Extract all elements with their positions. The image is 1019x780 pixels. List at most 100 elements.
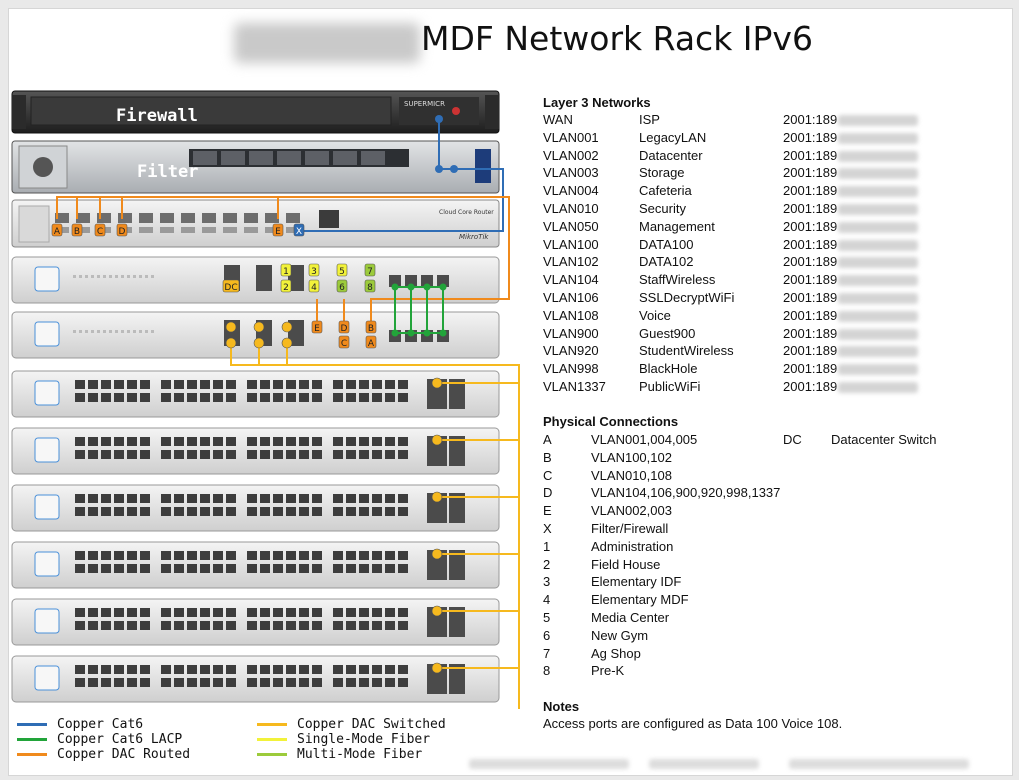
svg-text:E: E (314, 324, 320, 334)
dac-dot (431, 662, 443, 674)
access-switch (11, 370, 500, 418)
physical-key: 3 (543, 574, 551, 590)
cat6-dot (435, 115, 443, 123)
layer3-prefix: 2001:189 (783, 254, 919, 269)
svg-text:C: C (97, 227, 103, 237)
physical-key: 5 (543, 610, 551, 625)
lacp-dot (391, 283, 399, 291)
layer3-prefix-text: 2001:189 (783, 165, 838, 181)
layer3-name: SSLDecryptWiFi (639, 290, 735, 305)
port-marker: 1 (280, 263, 292, 277)
layer3-prefix: 2001:189 (783, 361, 919, 377)
port-marker: A (51, 223, 63, 237)
port-marker: DC (222, 279, 240, 293)
layer3-vlan: VLAN100 (543, 236, 599, 252)
layer3-prefix-text: 2001:189 (783, 361, 838, 377)
physical-value: VLAN104,106,900,920,998,1337 (591, 485, 781, 501)
layer3-prefix: 2001:189 (783, 112, 919, 127)
cat6-dot (435, 165, 443, 173)
legend-item: Copper Cat6 (17, 717, 143, 732)
physical-key: 1 (543, 538, 551, 554)
rack-diagram: SUPERMICR Firewall Filter Cloud Core (11, 90, 520, 709)
redacted-prefix (838, 115, 919, 127)
cat6-dot (450, 165, 458, 173)
physical-value: VLAN001,004,005 (591, 432, 698, 447)
aggregation-switch (11, 311, 500, 359)
layer3-prefix-text: 2001:189 (783, 307, 838, 323)
layer3-vlan: VLAN104 (543, 272, 599, 288)
physical-key: 6 (543, 627, 551, 643)
layer3-name: Voice (639, 307, 671, 323)
layer3-name: StudentWireless (639, 343, 734, 359)
dac-dot (431, 548, 443, 560)
physical-value: Administration (591, 538, 674, 554)
layer3-prefix-text: 2001:189 (783, 379, 838, 394)
redacted-footer-location (469, 759, 629, 769)
layer3-name: Storage (639, 165, 685, 181)
router-logo: MikroTik (459, 233, 489, 241)
dac-dot (281, 321, 293, 333)
physical-value: Elementary MDF (591, 592, 689, 608)
redacted-footer-author (789, 759, 969, 769)
access-switch (11, 484, 500, 532)
layer3-vlan: VLAN102 (543, 254, 599, 270)
layer3-prefix: 2001:189 (783, 379, 919, 394)
layer3-prefix-text: 2001:189 (783, 325, 838, 341)
layer3-vlan: VLAN1337 (543, 379, 606, 394)
cable-path (299, 119, 504, 232)
layer3-prefix-text: 2001:189 (783, 112, 838, 127)
physical-value: Media Center (591, 610, 670, 625)
legend-swatch (17, 738, 47, 741)
cable-path (56, 196, 510, 327)
layer3-prefix: 2001:189 (783, 218, 919, 234)
dac-dot (281, 337, 293, 349)
layer3-vlan: VLAN900 (543, 325, 599, 341)
layer3-prefix-text: 2001:189 (783, 218, 838, 234)
layer3-name: Cafeteria (639, 183, 692, 199)
physical-heading: Physical Connections (543, 414, 679, 429)
dac-dot (431, 377, 443, 389)
legend-item: Single-Mode Fiber (257, 732, 430, 747)
firewall-device: SUPERMICR Firewall (11, 90, 500, 134)
legend-label: Single-Mode Fiber (297, 732, 431, 747)
svg-text:B: B (74, 227, 80, 237)
layer3-prefix: 2001:189 (783, 236, 919, 252)
port-marker: A (365, 335, 377, 349)
lacp-dot (407, 283, 415, 291)
layer3-vlan: VLAN003 (543, 165, 599, 181)
svg-text:6: 6 (339, 283, 345, 293)
layer3-name: LegacyLAN (639, 129, 707, 145)
layer3-name: Management (639, 218, 715, 234)
dac-dot (431, 491, 443, 503)
redacted-prefix (838, 239, 919, 251)
dac-dot (225, 337, 237, 349)
layer3-prefix: 2001:189 (783, 290, 919, 305)
layer3-name: ISP (639, 112, 660, 127)
legend-item: Copper Cat6 LACP (17, 732, 182, 747)
physical-value: VLAN010,108 (591, 467, 672, 483)
layer3-name: PublicWiFi (639, 379, 701, 394)
layer3-vlan: VLAN010 (543, 201, 599, 216)
firewall-label: Firewall (116, 106, 198, 126)
physical-value: VLAN002,003 (591, 503, 672, 519)
legend-label: Copper DAC Routed (57, 747, 191, 762)
svg-text:7: 7 (367, 267, 373, 277)
filter-label: Filter (137, 162, 198, 182)
layer3-prefix-text: 2001:189 (783, 183, 838, 199)
access-switch (11, 598, 500, 646)
router-device: Cloud Core Router MikroTik (11, 199, 500, 248)
redacted-prefix (838, 364, 919, 376)
layer3-name: Datacenter (639, 147, 703, 163)
legend-item: Copper DAC Routed (17, 747, 190, 762)
layer3-prefix-text: 2001:189 (783, 236, 838, 252)
svg-text:4: 4 (311, 283, 317, 293)
redacted-prefix (838, 204, 919, 216)
port-marker: 3 (308, 263, 320, 277)
layer3-vlan: WAN (543, 112, 573, 127)
port-marker: 5 (336, 263, 348, 277)
physical-value: Pre-K (591, 663, 625, 679)
legend-swatch (17, 723, 47, 726)
port-marker: 8 (364, 279, 376, 293)
layer3-prefix: 2001:189 (783, 307, 919, 323)
physical-value: Ag Shop (591, 645, 641, 661)
